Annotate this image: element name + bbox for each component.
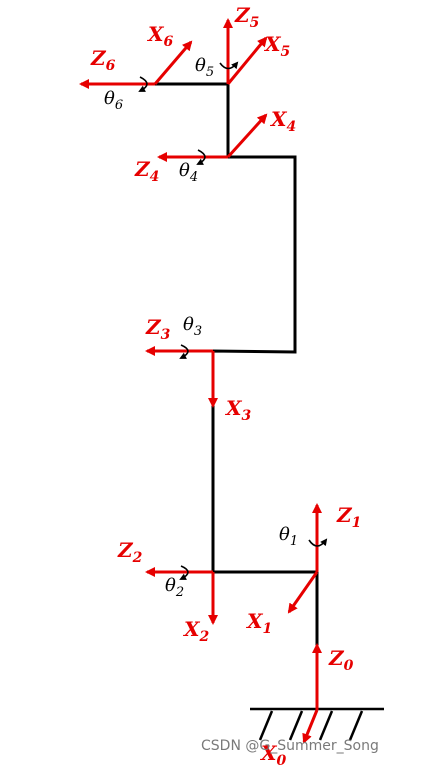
- x3-label: X3: [224, 396, 252, 424]
- x4-axis: [226, 113, 268, 159]
- x6-axis: [153, 40, 193, 85]
- x5-axis: [226, 36, 268, 85]
- theta6-label: θ6: [104, 88, 123, 113]
- z0-label: Z0: [328, 646, 354, 674]
- angle-labels: θ1 θ2 θ3 θ4 θ5 θ6: [104, 55, 298, 600]
- theta2-label: θ2: [165, 575, 184, 600]
- z1-label: Z1: [336, 503, 361, 531]
- x2-label: X2: [182, 617, 210, 645]
- z3-label: Z3: [145, 315, 171, 343]
- x0-axis: [302, 709, 319, 744]
- rotation-arc-1: [308, 538, 328, 547]
- arm-links: [155, 82, 319, 710]
- theta3-label: θ3: [183, 314, 202, 339]
- rotation-arcs: [138, 61, 328, 580]
- x0-label: X0: [259, 741, 287, 766]
- rotation-arc-4: [196, 149, 206, 165]
- x1-label: X1: [245, 609, 272, 637]
- theta5-label: θ5: [195, 55, 214, 80]
- rotation-arc-6: [138, 76, 148, 92]
- x5-label: X5: [263, 32, 290, 60]
- coordinate-axes: [79, 18, 322, 744]
- z5-label: Z5: [234, 3, 259, 31]
- z4-label: Z4: [134, 157, 159, 185]
- theta4-label: θ4: [179, 160, 198, 185]
- watermark: CSDN @G_Summer_Song: [201, 738, 379, 754]
- rotation-arc-2: [179, 565, 189, 580]
- x1-axis: [287, 571, 319, 614]
- x6-label: X6: [146, 22, 174, 50]
- theta1-label: θ1: [279, 524, 298, 549]
- rotation-arc-3: [179, 344, 189, 359]
- x4-label: X4: [269, 107, 296, 135]
- axis-labels: Z0 X0 Z1 X1 Z2 X2 Z3 X3 Z4 X4 Z5 X5 Z6 X…: [90, 3, 361, 766]
- rotation-arc-5: [219, 61, 239, 70]
- z2-label: Z2: [117, 538, 143, 566]
- z6-label: Z6: [90, 46, 116, 74]
